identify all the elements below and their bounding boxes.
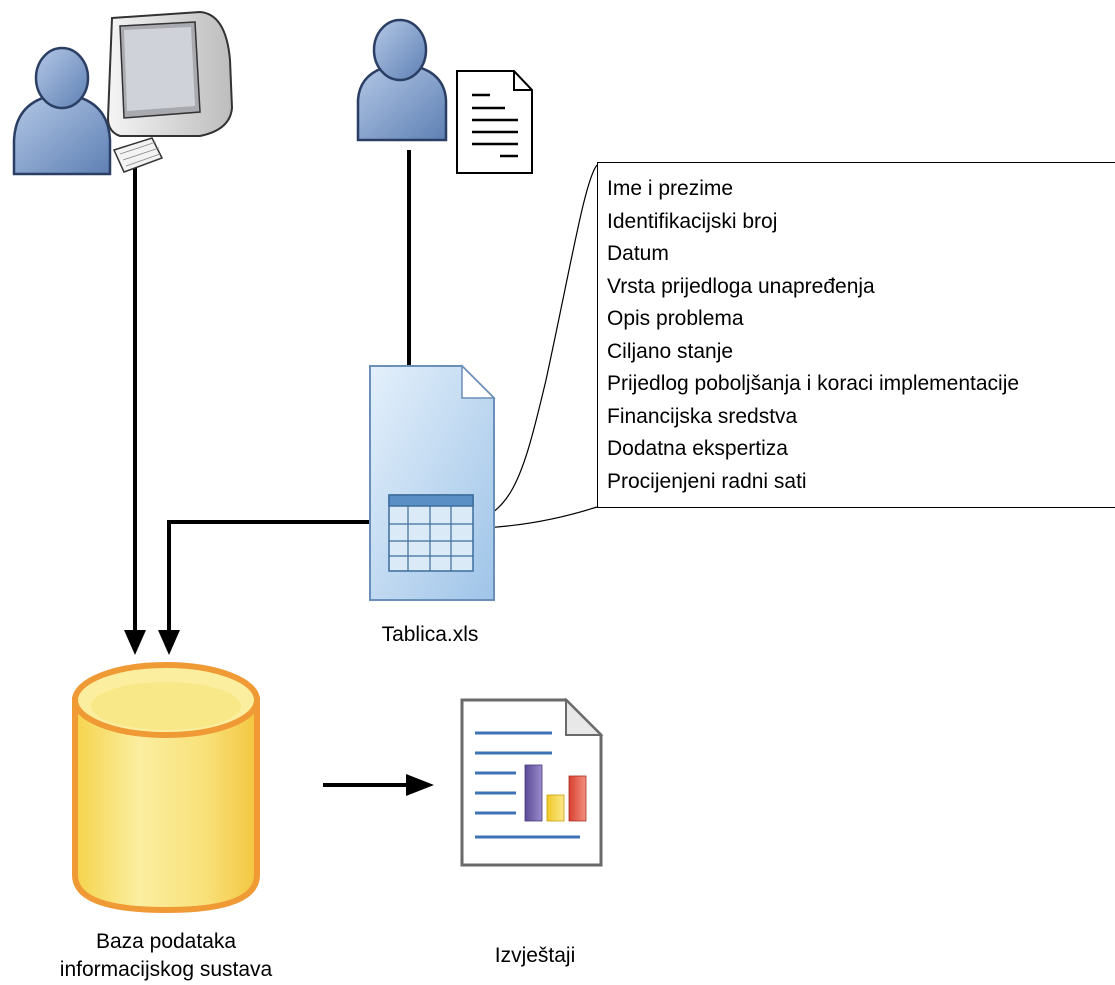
report-bar-red — [568, 775, 587, 822]
database-label-line2: informacijskog sustava — [59, 958, 273, 981]
field-problem-description: Opis problema — [607, 307, 744, 330]
spreadsheet-fields-callout: Ime i prezime Identifikacijski broj Datu… — [597, 162, 1115, 508]
field-improvement-proposal: Prijedlog poboljšanja i koraci implement… — [607, 372, 1020, 395]
user-with-document-icon — [356, 18, 533, 174]
field-name: Ime i prezime — [607, 177, 734, 200]
reports-label: Izvještaji — [494, 944, 576, 967]
spreadsheet-file-icon — [369, 364, 496, 601]
report-bar-yellow — [546, 794, 565, 822]
field-financial-resources: Financijska sredstva — [607, 404, 798, 428]
field-estimated-hours: Procijenjeni radni sati — [607, 469, 807, 493]
field-additional-expertise: Dodatna ekspertiza — [607, 437, 788, 460]
database-label-line1: Baza podataka — [95, 930, 237, 953]
arrowhead-computer-user — [124, 630, 146, 655]
report-bar-purple — [524, 764, 543, 822]
spreadsheet-to-database-line — [167, 520, 370, 630]
database-cylinder-icon — [72, 662, 260, 914]
field-proposal-type: Vrsta prijedloga unapređenja — [607, 274, 875, 298]
spreadsheet-label: Tablica.xls — [381, 623, 479, 646]
field-target-state: Ciljano stanje — [607, 339, 734, 363]
user-at-computer-icon — [12, 10, 234, 176]
arrowhead-spreadsheet — [158, 630, 180, 655]
field-date: Datum — [607, 242, 669, 265]
connectors — [133, 150, 411, 787]
report-document-icon — [460, 697, 604, 867]
field-id-number: Identifikacijski broj — [607, 209, 778, 233]
arrowhead-report — [406, 774, 434, 796]
